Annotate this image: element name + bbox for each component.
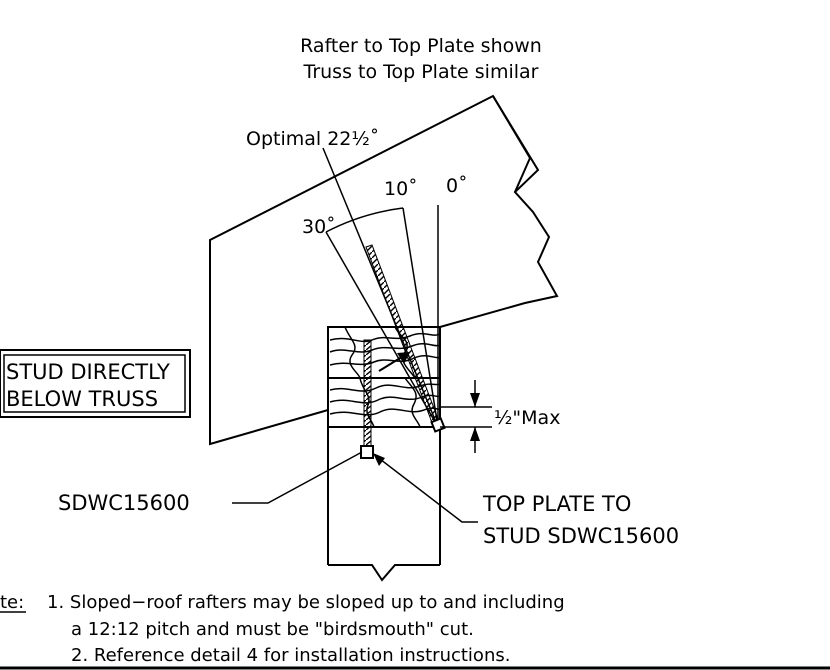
stud-box-line-1: STUD DIRECTLY <box>6 360 170 384</box>
max-gap-dimension <box>440 380 492 453</box>
note-heading: te: <box>0 592 24 613</box>
note-item-1-line-2: a 12:12 pitch and must be "birdsmouth" c… <box>71 619 474 640</box>
note-item-1-line-1: 1. Sloped−roof rafters may be sloped up … <box>47 592 565 613</box>
optimal-angle-label: Optimal 22½˚ <box>246 128 379 150</box>
top-plate-leader <box>373 453 478 523</box>
header-line-2: Truss to Top Plate similar <box>303 61 539 83</box>
vertical-screw <box>360 339 374 459</box>
max-gap-label: ½"Max <box>494 407 560 429</box>
angle-guides <box>325 205 439 428</box>
header-line-1: Rafter to Top Plate shown <box>300 35 542 57</box>
stud-box-line-2: BELOW TRUSS <box>6 387 158 411</box>
angle-10-label: 10˚ <box>384 178 418 200</box>
top-plate-block <box>327 326 441 582</box>
insertion-arrow <box>378 352 410 372</box>
angle-0-label: 0˚ <box>446 175 468 197</box>
note-section: te: 1. Sloped−roof rafters may be sloped… <box>0 592 565 666</box>
top-plate-label-line-2: STUD SDWC15600 <box>483 524 679 548</box>
rafter-outline <box>209 94 559 446</box>
angle-30-label: 30˚ <box>302 216 336 238</box>
angled-screw <box>365 244 446 433</box>
screw-left-label: SDWC15600 <box>58 491 190 515</box>
rafter-break-line <box>492 95 532 193</box>
screw-left-leader <box>232 451 363 504</box>
top-plate-label-line-1: TOP PLATE TO <box>482 492 631 516</box>
note-item-2: 2. Reference detail 4 for installation i… <box>71 645 510 666</box>
stud-directly-below-box: STUD DIRECTLY BELOW TRUSS <box>0 349 191 418</box>
